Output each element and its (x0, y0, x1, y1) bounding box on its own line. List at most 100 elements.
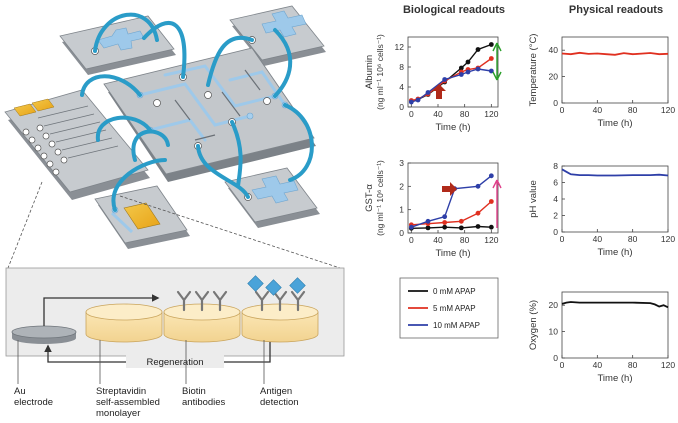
data-point (488, 68, 494, 74)
y-tick-label: 2 (553, 211, 558, 221)
data-point (488, 56, 494, 61)
x-tick-label: 80 (628, 234, 638, 244)
y-tick-label: 2 (399, 181, 404, 191)
series-line-0 (561, 168, 669, 177)
data-point (408, 224, 414, 230)
x-axis-label: Time (h) (597, 118, 632, 129)
y-tick-label: 20 (549, 72, 559, 82)
data-point (475, 66, 481, 72)
x-tick-label: 40 (593, 234, 603, 244)
x-tick-label: 0 (409, 109, 414, 119)
data-point (425, 225, 431, 231)
regeneration-label-bg (126, 355, 224, 368)
data-point (408, 99, 414, 105)
data-point (488, 173, 494, 179)
x-axis-label: Time (h) (597, 247, 632, 258)
plot-frame (561, 36, 669, 104)
data-point (442, 220, 448, 225)
x-tick-label: 40 (593, 360, 603, 370)
arrow-to-sam (43, 294, 160, 326)
x-tick-label: 120 (484, 235, 498, 245)
data-point (488, 42, 494, 47)
interconnect-tubing (80, 12, 314, 212)
plot-frame (561, 165, 669, 233)
biological-readouts-header: Biological readouts (403, 4, 505, 16)
data-point (458, 65, 464, 71)
albumin-red-arrow (432, 84, 446, 99)
sam-disk-1 (85, 303, 163, 343)
albumin-green-arrowheads (492, 42, 502, 81)
x-axis-label: Time (h) (435, 122, 470, 133)
x-tick-label: 40 (433, 235, 443, 245)
legend: 0 mM APAP 5 mM APAP 10 mM APAP (399, 277, 499, 339)
legend-label-0: 0 mM APAP (433, 287, 476, 296)
y-tick-label: 0 (553, 227, 558, 237)
x-tick-label: 0 (560, 234, 565, 244)
y-tick-label: 6 (553, 178, 558, 188)
x-tick-label: 80 (460, 109, 470, 119)
data-point (442, 214, 448, 220)
x-axis-label: Time (h) (435, 248, 470, 259)
organ-on-chip-device-illustration (4, 5, 341, 269)
y-axis-label: Oxygen (%) (528, 300, 539, 350)
x-tick-label: 80 (628, 105, 638, 115)
series-line-2 (411, 175, 492, 228)
series-line-0 (561, 301, 669, 309)
x-tick-label: 80 (628, 360, 638, 370)
electrode-sensor-chip (4, 89, 150, 200)
y-tick-label: 8 (553, 161, 558, 171)
legend-label-2: 10 mM APAP (433, 321, 480, 330)
y-tick-label: 0 (553, 353, 558, 363)
data-point (475, 183, 481, 189)
y-tick-label: 0 (399, 228, 404, 238)
gst-red-arrow (442, 182, 457, 196)
y-axis-label: pH value (528, 180, 539, 218)
y-axis-label: Albumin(ng ml⁻¹ 10⁶ cells⁻¹) (364, 34, 385, 110)
y-tick-label: 40 (549, 45, 559, 55)
x-tick-label: 120 (661, 360, 675, 370)
gst-pink-arrow (492, 179, 502, 228)
au-electrode-disk (11, 325, 77, 344)
y-tick-label: 4 (399, 82, 404, 92)
x-tick-label: 0 (560, 360, 565, 370)
legend-label-1: 5 mM APAP (433, 304, 476, 313)
data-point (475, 224, 481, 229)
x-tick-label: 0 (409, 235, 414, 245)
plot-frame (407, 36, 499, 108)
data-point (458, 218, 464, 224)
x-axis-label: Time (h) (597, 373, 632, 384)
data-point (488, 224, 494, 230)
data-point (475, 210, 481, 216)
data-point (442, 77, 448, 82)
y-tick-label: 20 (549, 300, 559, 310)
data-point (458, 72, 464, 77)
x-tick-label: 0 (560, 105, 565, 115)
x-tick-label: 120 (484, 109, 498, 119)
regeneration-label: Regeneration (146, 357, 203, 368)
data-point (415, 97, 421, 103)
x-tick-label: 40 (593, 105, 603, 115)
data-point (475, 47, 481, 52)
x-tick-label: 40 (433, 109, 443, 119)
y-tick-label: 8 (399, 62, 404, 72)
series-line-1 (411, 200, 492, 226)
data-point (465, 69, 471, 75)
data-point (425, 90, 431, 95)
y-tick-label: 10 (549, 327, 559, 337)
organ-module-bottom-center (94, 185, 190, 249)
chart-annotations (432, 42, 502, 228)
y-axis-label: Temperature (°C) (528, 34, 539, 107)
data-point (425, 218, 431, 224)
data-point (488, 199, 494, 204)
organ-module-bottom-right (224, 167, 320, 228)
series-line-0 (561, 51, 669, 56)
data-point (465, 59, 471, 65)
